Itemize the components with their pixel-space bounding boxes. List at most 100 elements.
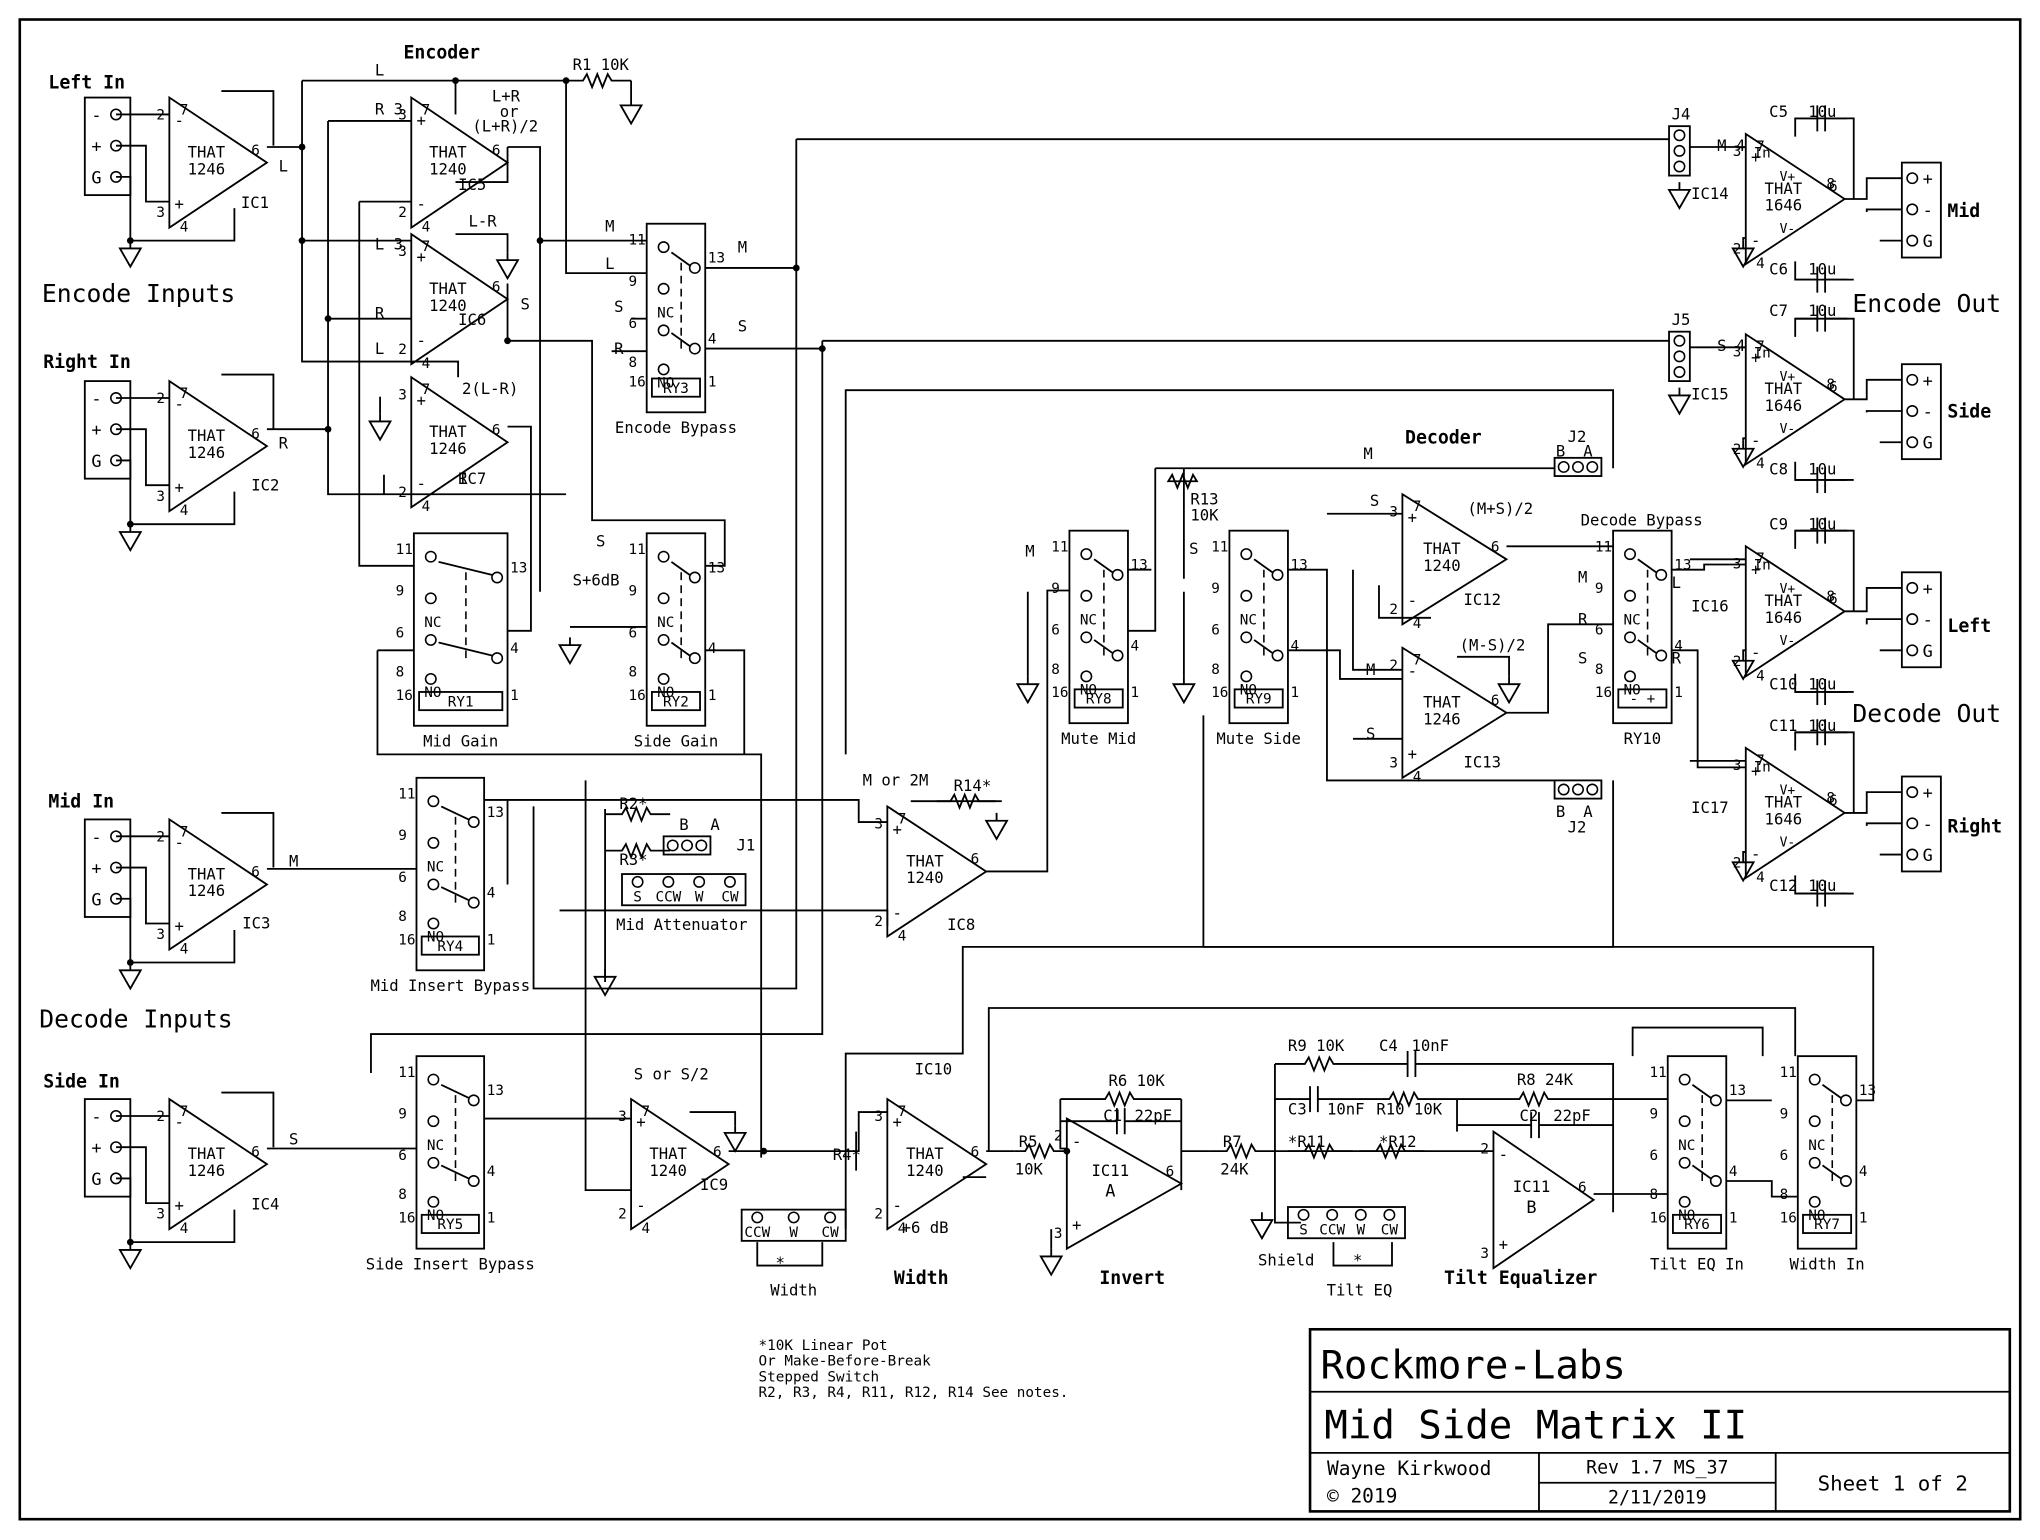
net-label: C10: [1769, 675, 1797, 693]
pin-number: 2: [1733, 654, 1742, 670]
opamp-part-label: THAT: [1765, 794, 1803, 812]
relay-no-label: NO: [427, 930, 444, 946]
opamp-ref: IC5: [458, 176, 486, 194]
output-connector-mid: [1900, 161, 1942, 259]
relay-pin-number: 16: [1780, 1211, 1797, 1227]
pin-terminal: [1240, 589, 1253, 602]
relay-pin-number: 1: [1859, 1211, 1868, 1227]
relay-pin-number: 13: [487, 1083, 504, 1099]
net-label: L: [375, 61, 384, 79]
ground-icon: [118, 962, 143, 991]
net-label: Decode Bypass: [1581, 511, 1703, 529]
relay-pin-number: 9: [1595, 581, 1604, 597]
input-label: In: [1754, 346, 1771, 362]
wire: [221, 373, 275, 430]
relay-pin-number: 1: [487, 1211, 496, 1227]
resistor-icon: [1359, 1142, 1425, 1161]
pin-terminal: [657, 363, 670, 376]
wire: [689, 1111, 737, 1126]
pin-terminal: [1906, 581, 1919, 594]
relay-pin-number: 13: [510, 560, 527, 576]
net-label: S: [738, 318, 747, 336]
relay-pin-number: 11: [628, 542, 645, 558]
relay-no-label: NO: [1678, 1208, 1695, 1224]
net-label: L 3: [375, 236, 403, 254]
jumper-header: [1668, 125, 1691, 177]
pin-number: 4: [1756, 256, 1765, 272]
pin-terminal: [1906, 848, 1919, 861]
pin-terminal: [1673, 129, 1686, 142]
relay-pin-number: 9: [1780, 1107, 1789, 1123]
net-label: 10u: [1808, 260, 1836, 278]
relay-coil: [420, 935, 480, 956]
wire: [1742, 237, 1746, 241]
relay-contact-arm: [440, 805, 469, 901]
relay-pin-number: 9: [1211, 581, 1220, 597]
heading-encoder: Encoder: [403, 43, 480, 64]
opamp-ic2: [168, 379, 269, 513]
company-name: Rockmore-Labs: [1320, 1344, 1625, 1389]
opamp-ic14: [1744, 132, 1847, 266]
pin-terminal: [662, 875, 675, 888]
opamp-ref: IC6: [458, 311, 486, 329]
net-label: S: [521, 296, 530, 314]
ground-icon: [723, 1125, 748, 1153]
connector-pin-label: G: [1923, 433, 1933, 453]
relay-body: [1666, 1055, 1728, 1250]
wire: [705, 649, 746, 755]
resistor-icon: [1287, 1142, 1353, 1161]
relay-no-label: NO: [1624, 683, 1641, 699]
wire: [844, 389, 1615, 755]
pin-terminal: [657, 241, 670, 254]
net-label: L+R: [492, 87, 521, 105]
pin-number: 6: [1829, 179, 1838, 195]
wire: [986, 589, 1070, 873]
relay-no-label: NO: [1808, 1208, 1825, 1224]
connector-pin-label: G: [1923, 641, 1933, 661]
heading-decoder: Decoder: [1405, 428, 1482, 449]
relay-pin-number: 6: [396, 625, 405, 641]
connector-pin-label: -: [91, 827, 101, 847]
net-label: C2: [1519, 1107, 1538, 1125]
connector-pin-label: +: [91, 420, 101, 440]
ground-icon: [1249, 1212, 1274, 1241]
net-label: R14*: [954, 777, 992, 795]
junction-dot: [324, 315, 332, 323]
relay-pin-number: 16: [1650, 1211, 1667, 1227]
relay-body: [415, 776, 486, 972]
pot-wiper-icon: [756, 1242, 824, 1267]
pin-number: 7: [1413, 653, 1422, 669]
input-polarity: +: [175, 195, 184, 213]
pot-label: Mid Attenuator: [616, 916, 747, 934]
opamp-ref: IC13: [1464, 753, 1502, 771]
relay-nc-label: NC: [657, 305, 674, 321]
connector-pin-label: G: [91, 167, 101, 187]
opamp-part-label: 1246: [188, 444, 226, 462]
net-label: J4: [1672, 106, 1691, 124]
supply-label: V-: [1780, 222, 1796, 237]
net-label: (M-S)/2: [1460, 636, 1526, 654]
wire: [455, 233, 509, 253]
net-label: S 4: [1717, 337, 1745, 355]
net-label: C6: [1769, 260, 1788, 278]
ground-icon: [1015, 676, 1040, 705]
net-label: or: [500, 103, 519, 121]
opamp-symbol: [410, 375, 510, 509]
net-label: R6 10K: [1108, 1072, 1165, 1090]
junction-dot: [298, 237, 306, 245]
opamp-part-label: 1246: [188, 160, 226, 178]
relay-contact-arm: [670, 561, 691, 657]
net-label: 10nF: [1412, 1037, 1450, 1055]
relay-pin-number: 11: [1211, 539, 1228, 555]
pin-terminal: [657, 550, 670, 563]
pin-number: 4: [898, 928, 907, 944]
net-label: M: [1366, 661, 1375, 679]
pin-terminal: [1655, 649, 1668, 662]
net-label: M 4: [1717, 137, 1745, 155]
net-label: *R11: [1288, 1133, 1326, 1151]
pin-number: 7: [1756, 339, 1765, 355]
pin-terminal: [427, 836, 440, 849]
pot-pin-label: W: [1356, 1222, 1365, 1238]
pin-terminal: [1586, 460, 1599, 473]
opamp-ic3: [168, 817, 269, 952]
